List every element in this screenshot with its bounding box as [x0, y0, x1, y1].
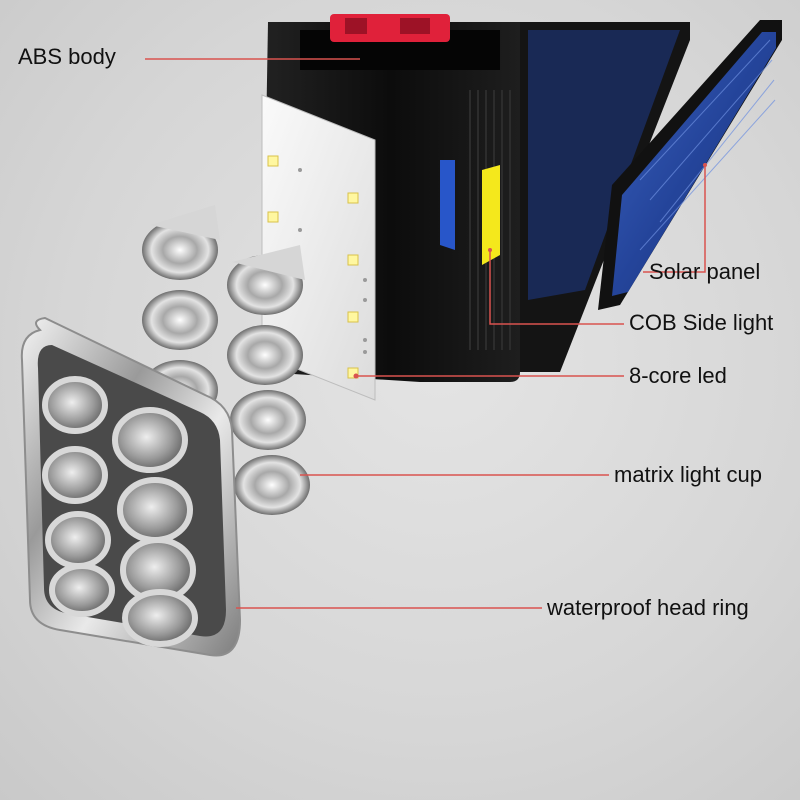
- solar-panel-shape: [598, 20, 782, 310]
- cob-strip: [482, 165, 500, 265]
- leader-cob-side-light: [489, 250, 624, 325]
- label-solar-panel: Solar panel: [649, 259, 761, 284]
- label-abs-body: ABS body: [18, 44, 116, 69]
- waterproof-head-ring-shape: [20, 316, 242, 657]
- matrix-light-cups-shape: [142, 205, 310, 515]
- label-8-core-led: 8-core led: [629, 363, 727, 388]
- leader-solar-panel: [643, 165, 706, 273]
- label-matrix-light-cup: matrix light cup: [614, 462, 762, 487]
- label-cob-side-light: COB Side light: [629, 310, 774, 335]
- label-waterproof-head-ring: waterproof head ring: [547, 595, 749, 620]
- leader-lines: [145, 58, 706, 609]
